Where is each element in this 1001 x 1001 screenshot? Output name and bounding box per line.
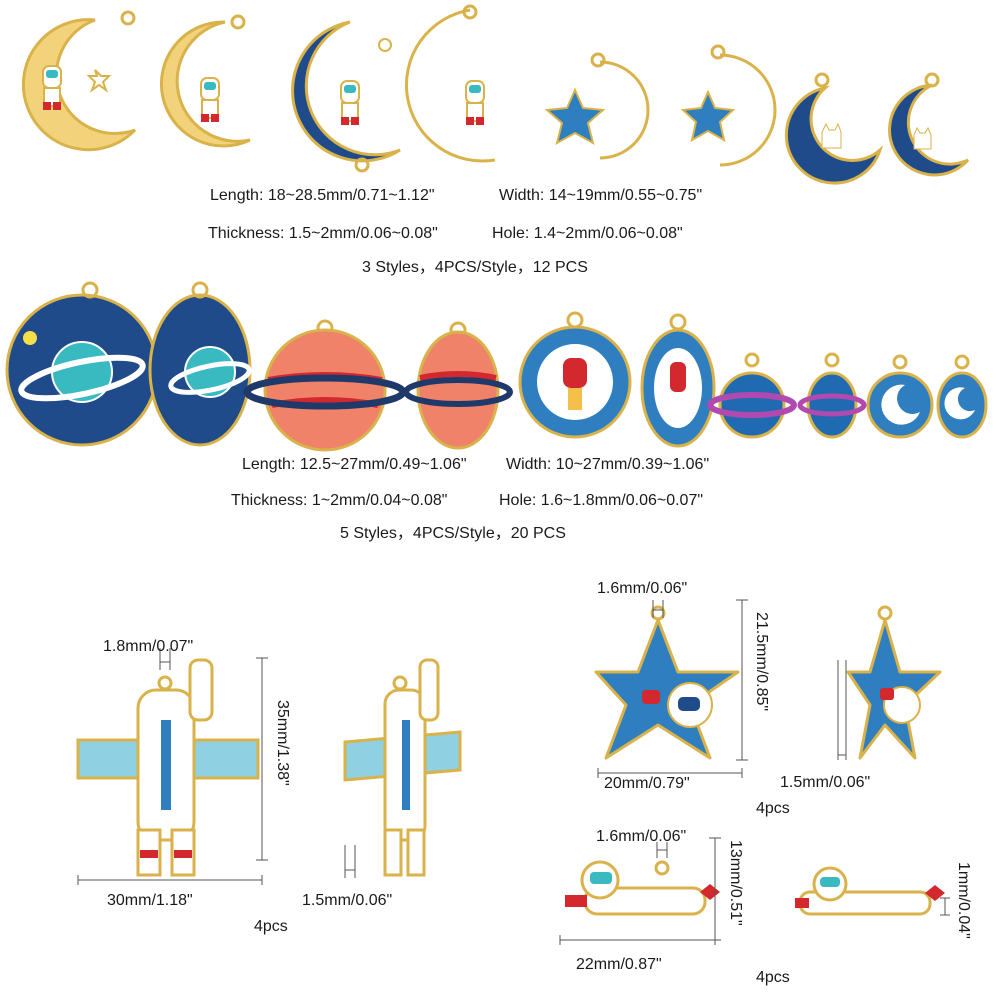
satellite-width-label: 30mm/1.18" (107, 892, 193, 909)
star-astronaut-pendant-front (594, 605, 740, 760)
flying-thickness-label: 1mm/0.04" (955, 862, 972, 939)
moon-astronaut-pendant-side (160, 14, 251, 148)
satellite-hole-label: 1.8mm/0.07" (103, 638, 194, 655)
blue-moon-cat-pendant-front (784, 72, 884, 185)
blue-moon-astronaut-pendant-side (404, 4, 496, 163)
star-qty-label: 4pcs (756, 800, 790, 817)
orange-planet-pendant-front (243, 319, 407, 452)
star-astronaut-pendant-side (846, 605, 942, 760)
group2-hole: Hole: 1.6~1.8mm/0.06~0.07" (499, 492, 704, 509)
rocket-oval-pendant-side (640, 313, 716, 448)
purple-moon-star-pendant-side (680, 44, 777, 167)
dimension-lines (77, 599, 950, 945)
group2-thickness: Thickness: 1~2mm/0.04~0.08" (231, 492, 448, 509)
moon-astronaut-pendant-front (21, 10, 137, 152)
group1-hole: Hole: 1.4~2mm/0.06~0.08" (492, 225, 683, 242)
group1-count: 3 Styles，4PCS/Style，12 PCS (362, 259, 588, 276)
group2-count: 5 Styles，4PCS/Style，20 PCS (340, 525, 566, 542)
group1-width: Width: 14~19mm/0.55~0.75" (499, 187, 703, 204)
group1-length: Length: 18~28.5mm/0.71~1.12" (210, 187, 435, 204)
purple-moon-star-pendant-front (544, 52, 650, 160)
satellite-qty-label: 4pcs (254, 918, 288, 935)
satellite-thickness-label: 1.5mm/0.06" (302, 892, 393, 909)
satellite-astronaut-pendant-side (343, 658, 462, 877)
group1-thickness: Thickness: 1.5~2mm/0.06~0.08" (208, 225, 438, 242)
satellite-astronaut-pendant-front (76, 658, 260, 877)
saturn-round-pendant-front (5, 281, 159, 447)
blue-moon-astronaut-pendant-front (291, 20, 401, 173)
blue-moon-cat-pendant-side (888, 72, 970, 177)
flying-height-label: 13mm/0.51" (727, 840, 744, 926)
small-saturn-pendant-front (707, 352, 797, 439)
small-moon-round-pendant-front (866, 354, 934, 439)
flying-astronaut-pendant-front (565, 860, 720, 916)
orange-planet-pendant-side (403, 321, 513, 450)
small-saturn-pendant-side (797, 352, 867, 439)
group2-width: Width: 10~27mm/0.39~1.06" (506, 456, 710, 473)
star-height-label: 21.5mm/0.85" (753, 612, 770, 712)
star-thickness-label: 1.5mm/0.06" (780, 774, 871, 791)
star-width-label: 20mm/0.79" (604, 775, 690, 792)
flying-qty-label: 4pcs (756, 969, 790, 986)
star-hole-label: 1.6mm/0.06" (597, 580, 688, 597)
flying-hole-label: 1.6mm/0.06" (596, 828, 687, 845)
group2-length: Length: 12.5~27mm/0.49~1.06" (242, 456, 467, 473)
flying-astronaut-pendant-side (795, 866, 945, 916)
rocket-round-pendant-front (518, 311, 632, 439)
satellite-height-label: 35mm/1.38" (274, 700, 291, 786)
saturn-round-pendant-side (148, 281, 252, 447)
small-moon-oval-pendant-side (936, 354, 988, 439)
flying-width-label: 22mm/0.87" (576, 956, 662, 973)
